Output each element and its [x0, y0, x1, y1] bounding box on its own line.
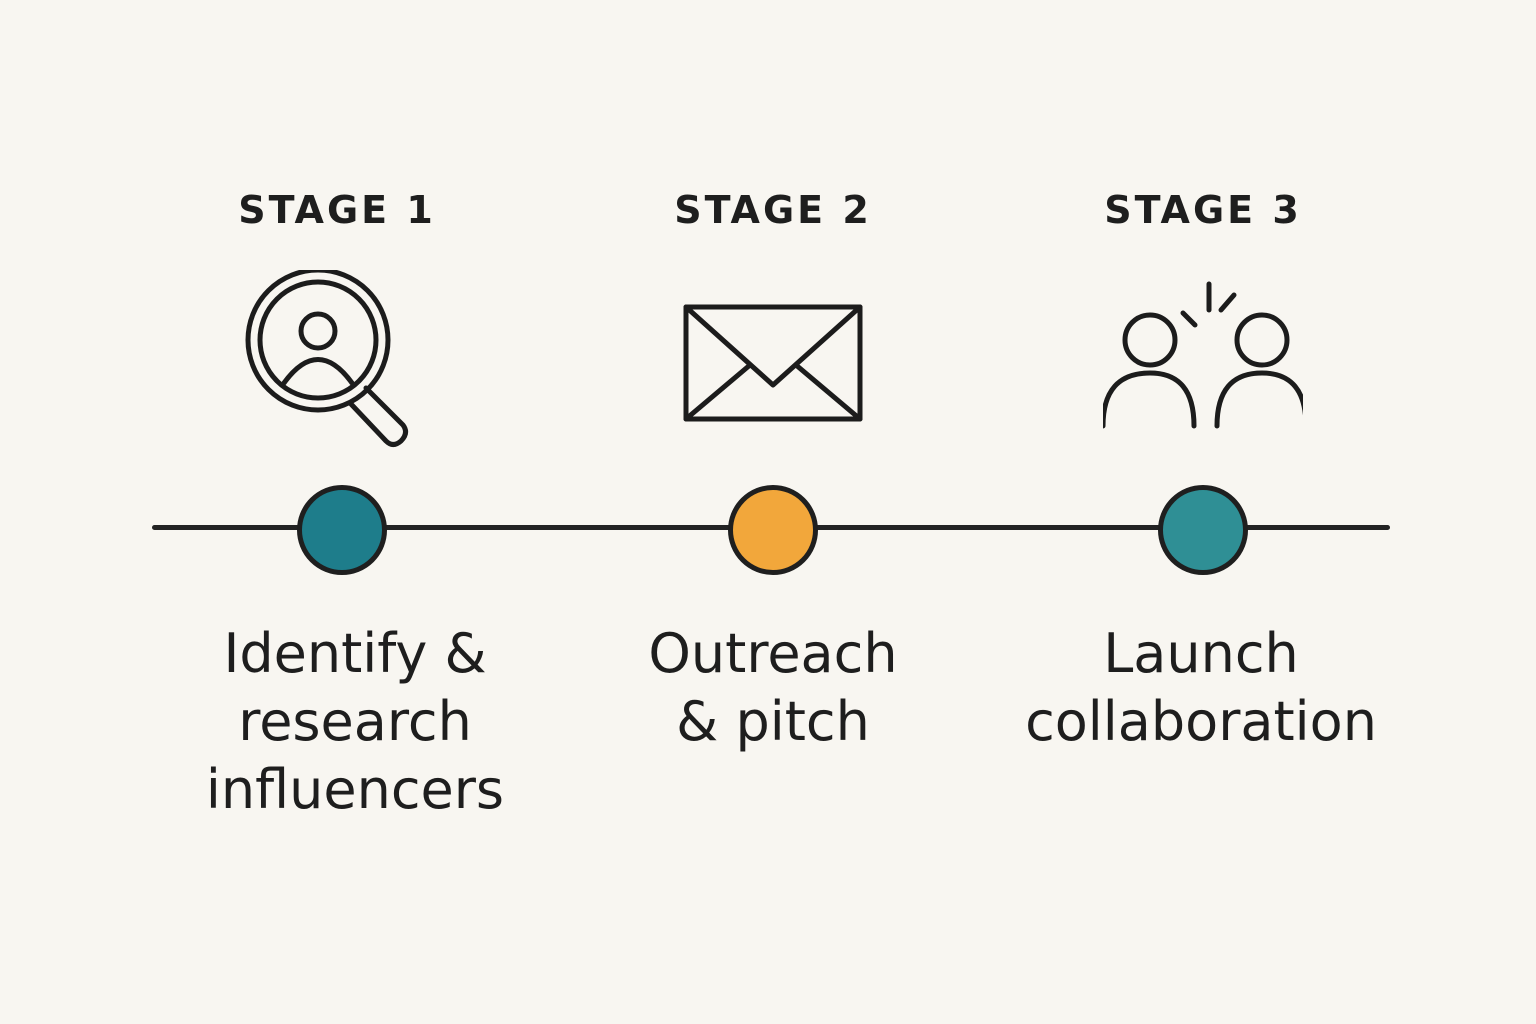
stage-1-label: STAGE 1: [238, 188, 436, 232]
stage-3-label: STAGE 3: [1104, 188, 1302, 232]
two-people-icon: [1103, 270, 1303, 470]
stage-1-node: [297, 485, 387, 575]
stage-2-label: STAGE 2: [674, 188, 872, 232]
stage-3-node: [1158, 485, 1248, 575]
search-person-icon: [245, 270, 445, 470]
stage-1-caption: Identify & research influencers: [205, 622, 505, 821]
envelope-icon: [673, 270, 873, 470]
stage-2-caption: Outreach & pitch: [648, 622, 898, 753]
stage-2-node: [728, 485, 818, 575]
stage-3-caption: Launch collaboration: [1025, 622, 1377, 753]
